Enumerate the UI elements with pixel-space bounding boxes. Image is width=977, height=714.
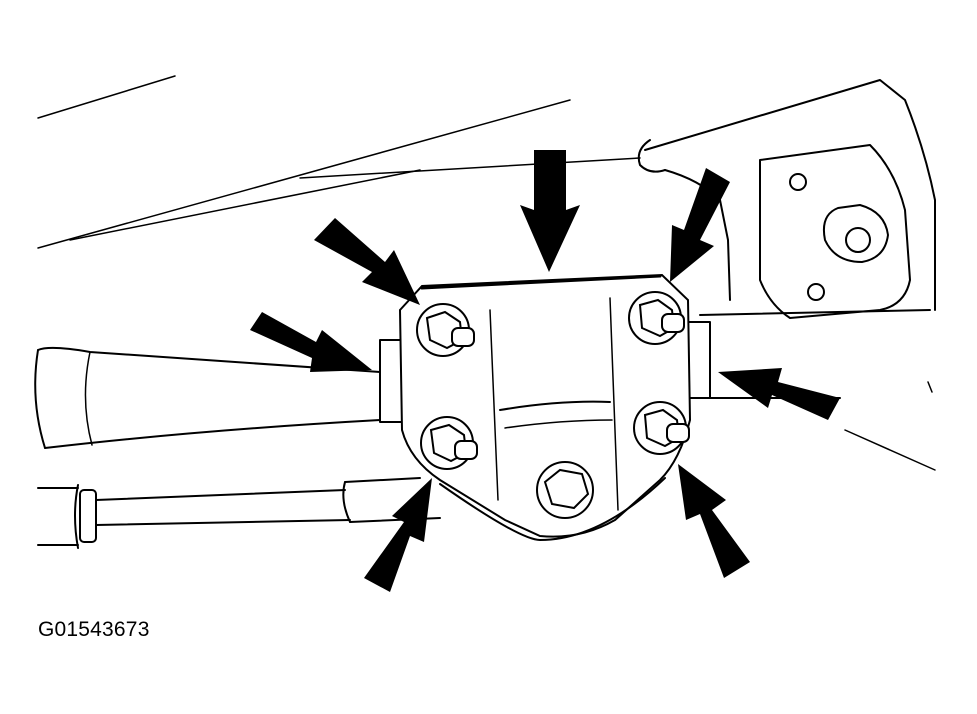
arrow-left: [250, 312, 372, 372]
lower-left-bolt: [420, 416, 478, 470]
lower-right-bolt: [633, 401, 690, 455]
arrow-lower-left: [364, 478, 432, 592]
arrow-lower-right: [678, 464, 750, 578]
upper-left-bolt: [416, 303, 475, 357]
arrow-right: [718, 368, 840, 420]
figure-id-label: G01543673: [38, 618, 150, 641]
arrow-upper-left: [314, 218, 420, 305]
arrow-upper-right: [670, 168, 730, 282]
background-frame: [34, 75, 936, 549]
arrow-top-center: [520, 150, 580, 272]
upper-right-bolt: [628, 291, 685, 345]
center-bolt: [536, 461, 594, 519]
